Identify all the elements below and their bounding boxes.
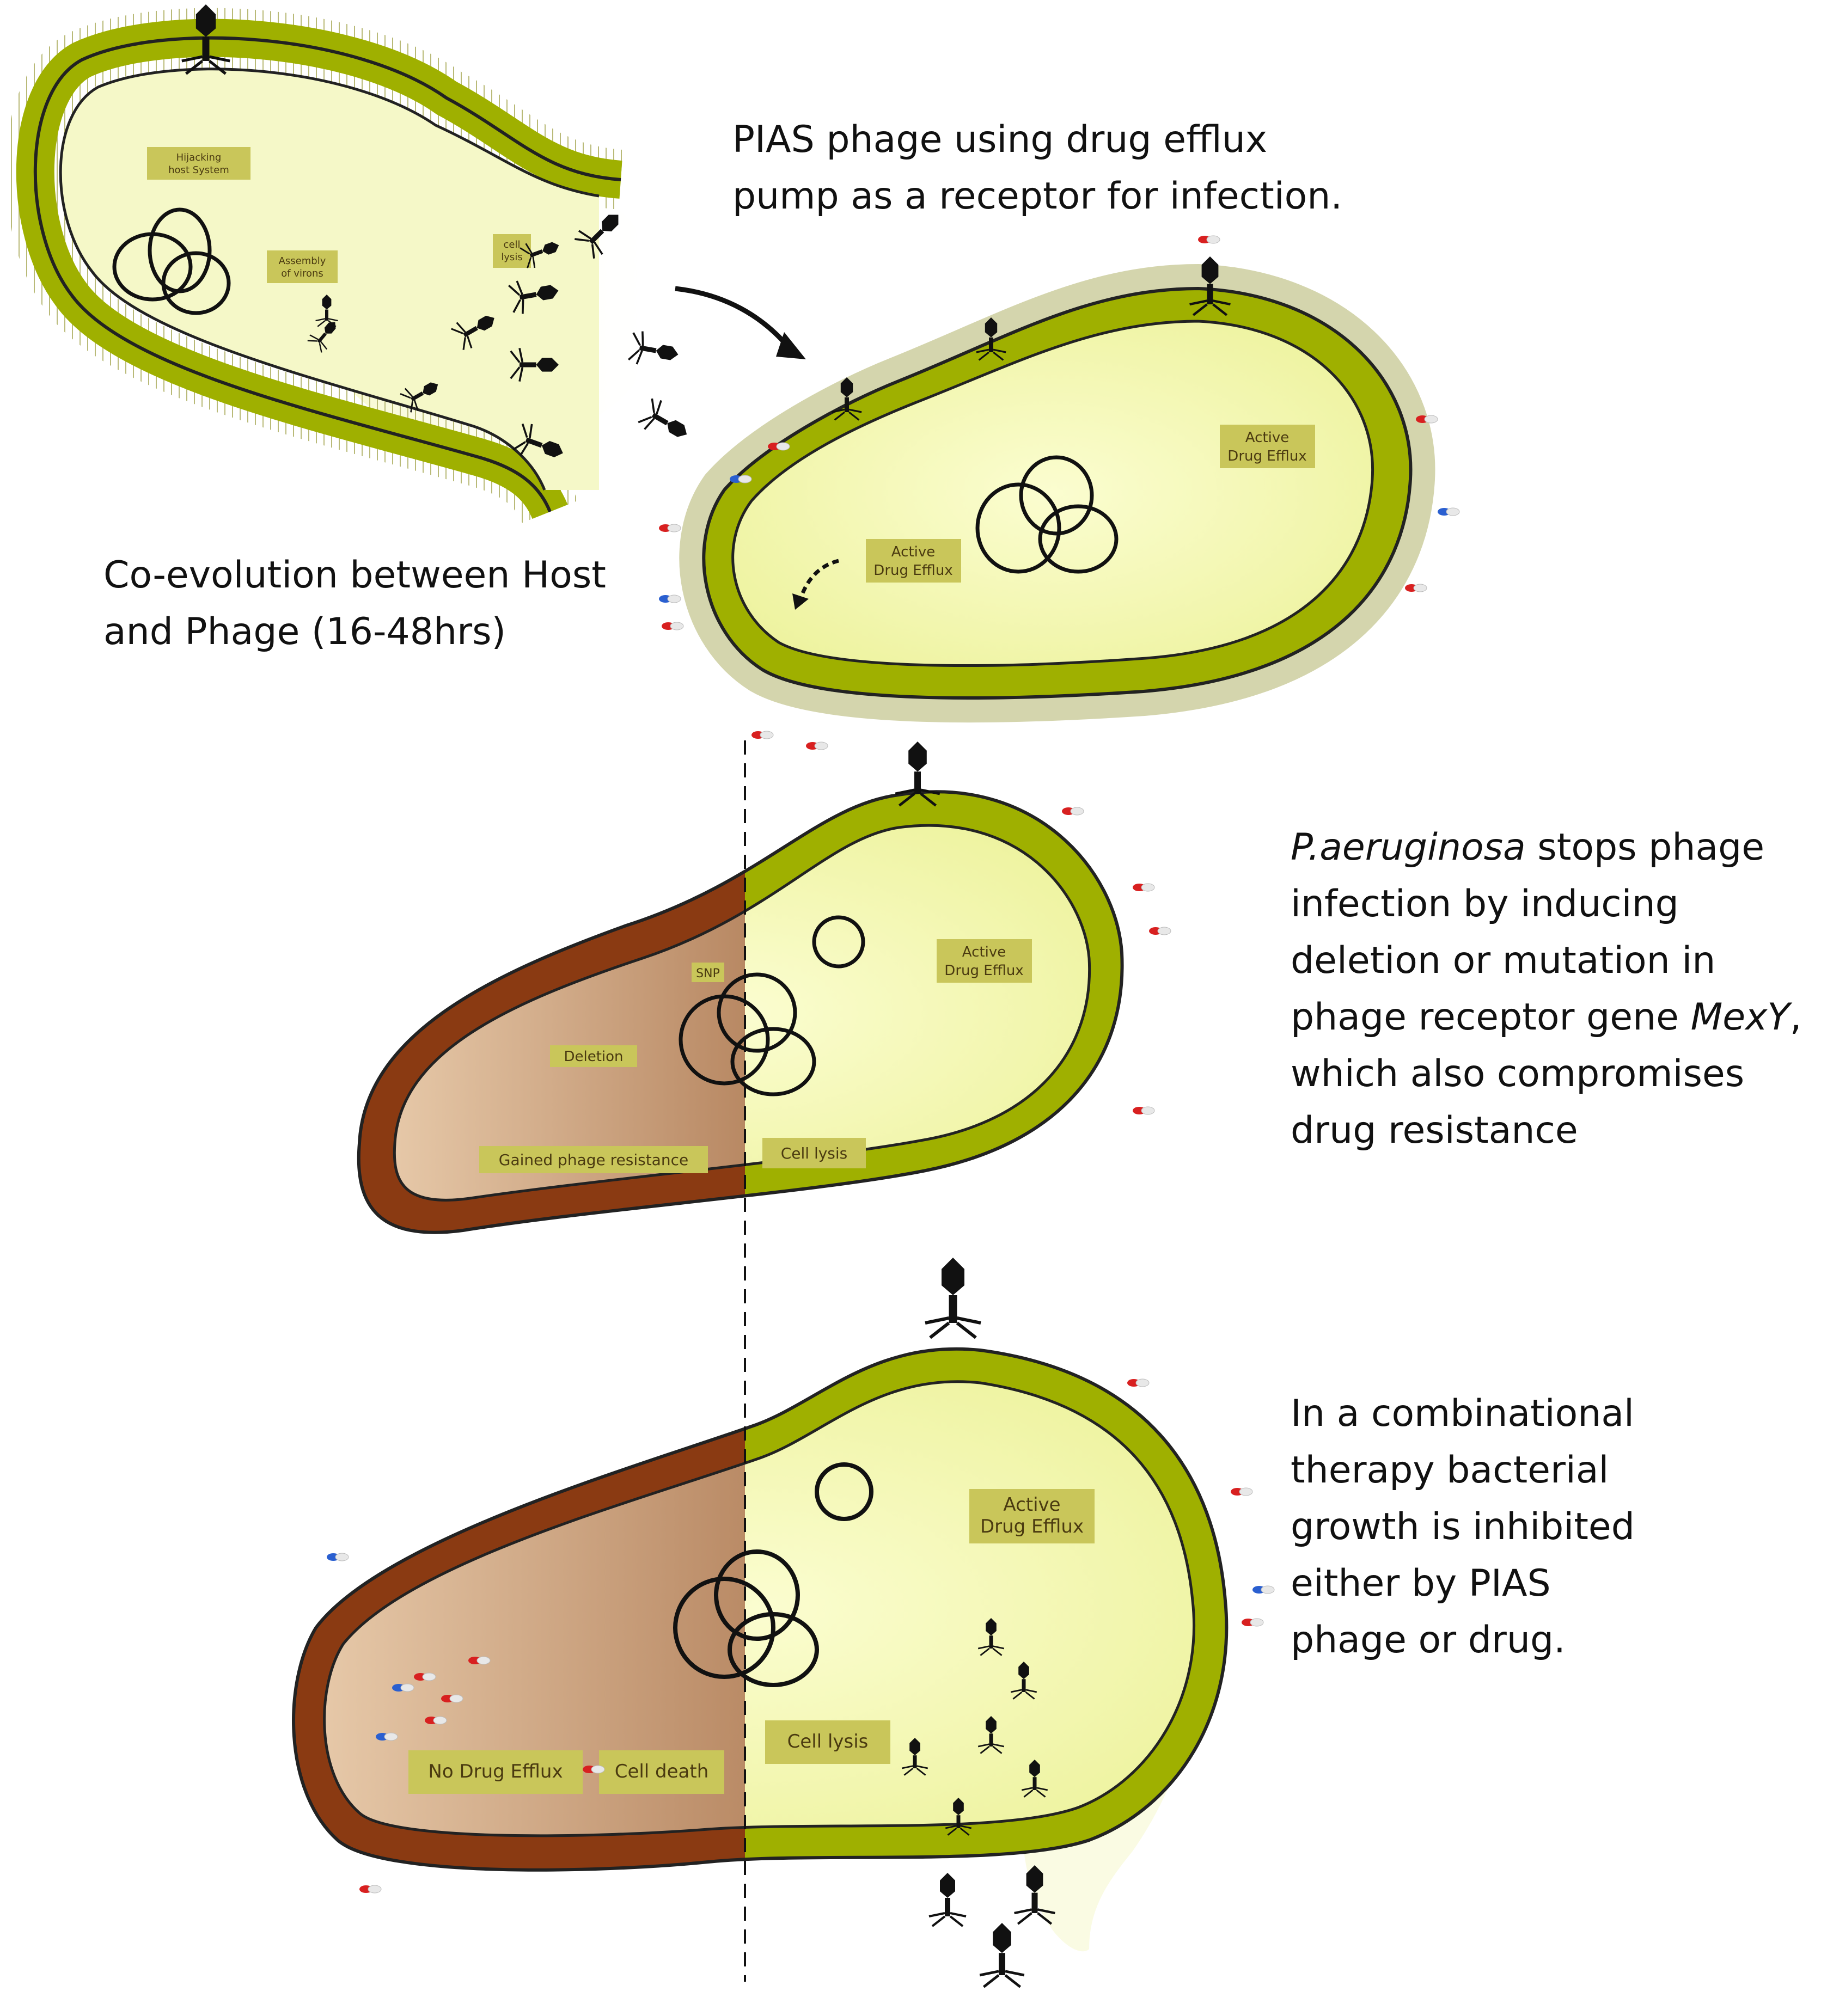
cell-active-efflux: Active Drug Efflux Active Drug Efflux xyxy=(658,235,1460,750)
drug-pill-blue xyxy=(326,1553,349,1561)
drug-pill xyxy=(1415,415,1438,424)
drug-pill-blue xyxy=(729,475,752,483)
svg-text:Active: Active xyxy=(1245,430,1289,446)
caption-pias-phage: PIAS phage using drug efflux pump as a r… xyxy=(732,118,1342,218)
label-snp: SNP xyxy=(692,963,724,982)
label-cell-lysis-3: Cell lysis xyxy=(762,1138,866,1168)
drug-pill xyxy=(1197,235,1220,244)
drug-pill xyxy=(441,1694,463,1703)
drug-pill xyxy=(1241,1618,1264,1627)
label-hijacking: Hijacking host System xyxy=(147,147,250,180)
svg-text:Drug Efflux: Drug Efflux xyxy=(980,1516,1084,1537)
phage-icon xyxy=(928,1872,967,1927)
svg-text:Active: Active xyxy=(891,544,935,560)
drug-pill xyxy=(805,742,828,750)
svg-text:Cell lysis: Cell lysis xyxy=(781,1144,848,1162)
label-active-efflux-right: Active Drug Efflux xyxy=(1220,425,1315,468)
svg-text:host System: host System xyxy=(168,164,229,176)
label-no-drug-efflux: No Drug Efflux xyxy=(408,1750,583,1794)
drug-pill-blue xyxy=(1437,507,1460,516)
drug-pill-blue xyxy=(392,1683,414,1692)
drug-pill xyxy=(1061,807,1084,816)
svg-text:Assembly: Assembly xyxy=(279,255,326,267)
drug-pill xyxy=(1132,1106,1155,1115)
svg-text:No Drug Efflux: No Drug Efflux xyxy=(428,1761,563,1782)
svg-text:Active: Active xyxy=(1003,1494,1060,1516)
drug-pill-blue xyxy=(375,1732,398,1741)
svg-text:Deletion: Deletion xyxy=(564,1049,623,1065)
svg-text:Drug Efflux: Drug Efflux xyxy=(873,562,952,579)
svg-text:Hijacking: Hijacking xyxy=(176,152,222,163)
phage-icon xyxy=(635,395,696,450)
drug-pill xyxy=(468,1656,491,1665)
drug-pill xyxy=(661,622,684,630)
drug-pill xyxy=(424,1716,447,1725)
svg-text:Cell death: Cell death xyxy=(615,1761,709,1782)
svg-text:of virons: of virons xyxy=(281,268,323,279)
cell-lysing-top: Hijacking host System Assembly of virons… xyxy=(5,4,696,524)
cell-combination: Active Drug Efflux No Drug Efflux Cell d… xyxy=(292,1258,1275,1987)
drug-pill xyxy=(1404,584,1427,592)
svg-text:Drug Efflux: Drug Efflux xyxy=(944,963,1023,979)
drug-pill xyxy=(1148,927,1171,935)
cell3-dna xyxy=(679,915,865,1096)
drug-pill xyxy=(582,1765,605,1774)
drug-pill xyxy=(359,1885,382,1894)
caption-coevolution: Co-evolution between Host and Phage (16-… xyxy=(103,554,606,653)
label-cell-lysis-4: Cell lysis xyxy=(765,1720,890,1764)
svg-text:Active: Active xyxy=(962,944,1006,960)
label-deletion: Deletion xyxy=(550,1045,637,1067)
cell-resistance: SNP Deletion Gained phage resistance Cel… xyxy=(357,742,1171,1234)
label-gained-resistance: Gained phage resistance xyxy=(479,1146,708,1173)
label-active-efflux-4: Active Drug Efflux xyxy=(969,1489,1095,1543)
phage-icon xyxy=(980,1923,1024,1987)
label-active-efflux-3: Active Drug Efflux xyxy=(937,939,1032,983)
label-assembly: Assembly of virons xyxy=(267,250,338,283)
drug-pill xyxy=(751,731,774,739)
svg-text:Drug Efflux: Drug Efflux xyxy=(1227,448,1306,464)
phage-icon xyxy=(925,1258,981,1338)
svg-text:cell: cell xyxy=(504,239,521,250)
label-cell-death: Cell death xyxy=(599,1750,724,1794)
cell4-dna xyxy=(673,1462,873,1687)
drug-pill xyxy=(413,1672,436,1681)
svg-text:lysis: lysis xyxy=(501,252,522,263)
label-active-efflux-left: Active Drug Efflux xyxy=(866,539,961,583)
svg-text:Cell lysis: Cell lysis xyxy=(787,1731,869,1752)
drug-pill xyxy=(767,442,790,451)
drug-pill-blue xyxy=(1252,1585,1275,1594)
svg-text:Gained phage resistance: Gained phage resistance xyxy=(499,1151,688,1169)
drug-pill xyxy=(658,524,681,532)
cell1-dna xyxy=(112,207,231,315)
drug-pill xyxy=(1132,883,1155,892)
cell2-dna xyxy=(975,455,1119,574)
transition-arrow xyxy=(675,286,792,350)
svg-text:SNP: SNP xyxy=(696,967,720,981)
drug-pill-blue xyxy=(658,595,681,603)
caption-combination: In a combinational therapy bacterial gro… xyxy=(1291,1392,1635,1662)
drug-pill xyxy=(1230,1487,1253,1496)
drug-pill xyxy=(1127,1378,1150,1387)
caption-paeruginosa: P.aeruginosa stops phage infection by in… xyxy=(1291,826,1802,1152)
